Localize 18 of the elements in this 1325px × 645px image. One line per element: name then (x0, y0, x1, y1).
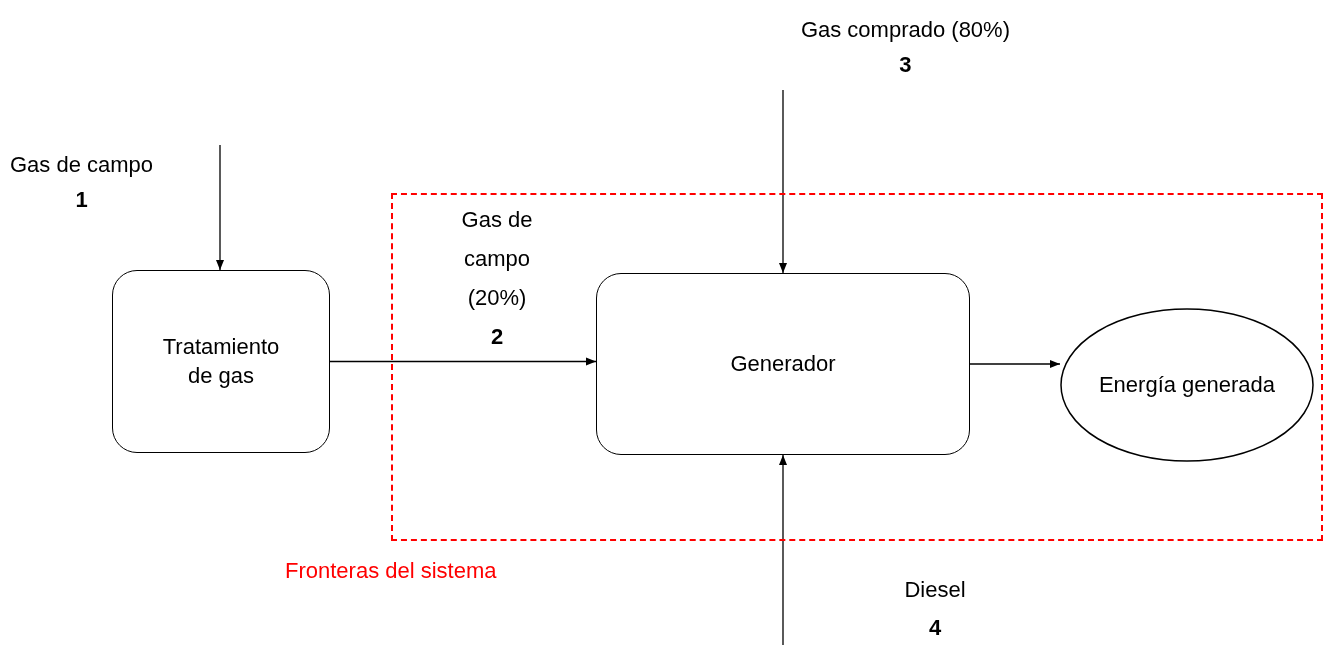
node-label: Generador (729, 349, 837, 378)
stream-label: Gas de campo (10, 150, 154, 179)
node-label: Tratamiento de gas (161, 332, 281, 390)
stream-number: 3 (899, 50, 912, 79)
arrow (215, 144, 225, 271)
node-label: Energía generada (1097, 370, 1277, 399)
arrow (969, 359, 1061, 369)
process-box (112, 270, 330, 453)
edge-label: Gas de campo (20%) 2 (460, 206, 534, 351)
boundary-label: Fronteras del sistema (285, 557, 497, 585)
process-box (596, 273, 970, 455)
arrow (778, 454, 788, 645)
arrow (329, 357, 597, 366)
stream-label: Gas comprado (80%) (800, 15, 1010, 44)
arrow (778, 89, 788, 274)
stream-number: 1 (75, 185, 88, 214)
stream-label: Diesel (903, 577, 967, 603)
stream-number: 4 (927, 615, 943, 641)
